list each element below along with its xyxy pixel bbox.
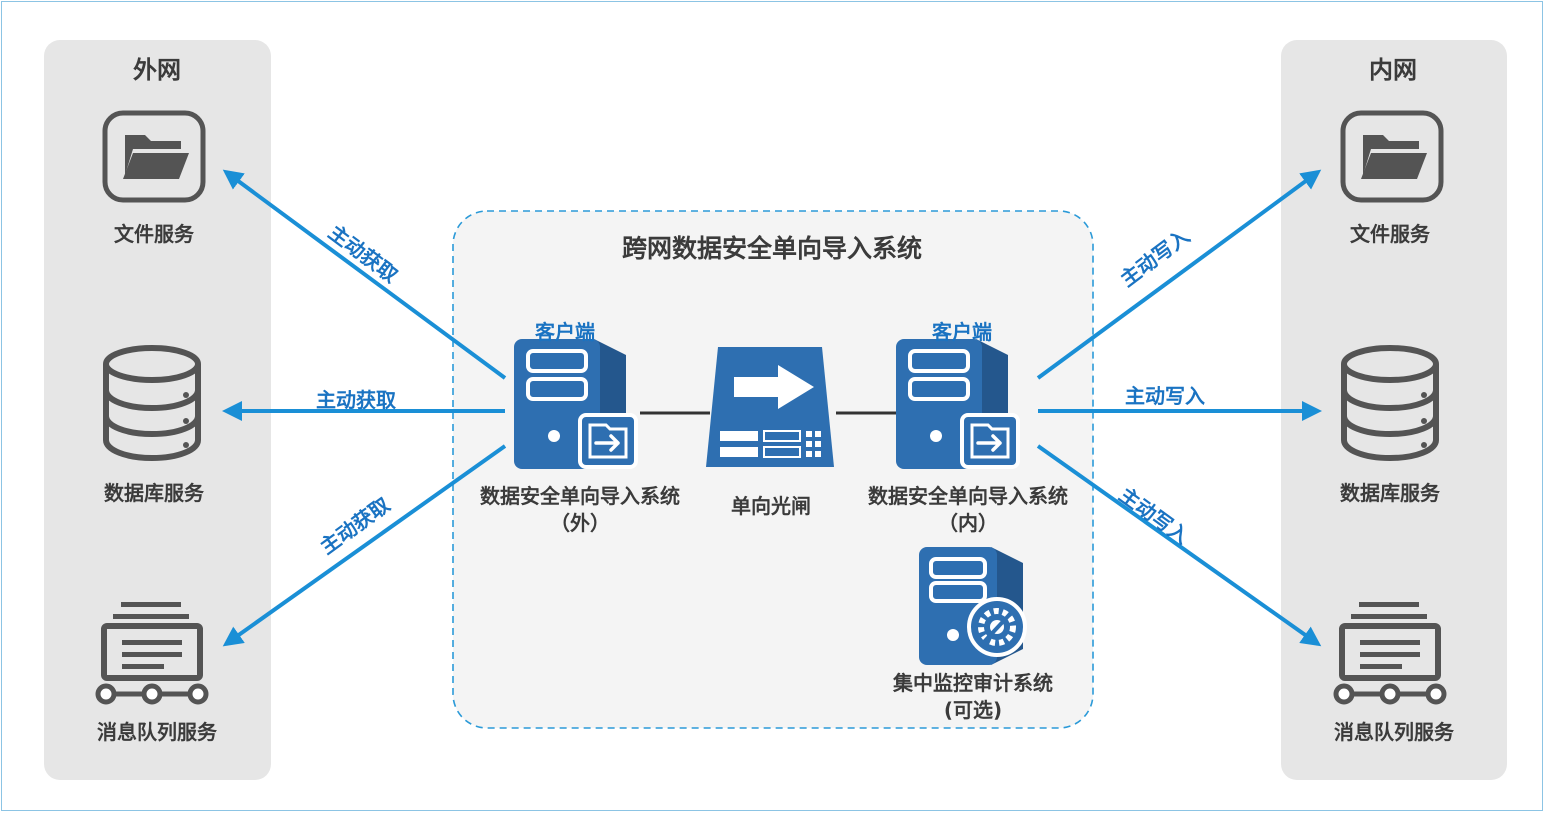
gateway-label: 单向光闸 xyxy=(731,494,811,518)
server-icon xyxy=(896,339,1020,469)
client-outer-tag: 客户端 xyxy=(535,320,595,344)
arrow-write-file xyxy=(1036,169,1322,380)
inner-network-title: 内网 xyxy=(1369,56,1417,84)
inner-file-service-label: 文件服务 xyxy=(1350,222,1430,246)
inner-queue-service-label: 消息队列服务 xyxy=(1334,720,1454,744)
monitor-label: 集中监控审计系统 xyxy=(893,671,1053,695)
outer-file-service-label: 文件服务 xyxy=(114,222,194,246)
gateway-icon xyxy=(706,347,834,467)
system-title: 跨网数据安全单向导入系统 xyxy=(621,234,923,263)
server-icon xyxy=(514,339,638,469)
arrow-fetch-file xyxy=(222,169,507,380)
outer-network-title: 外网 xyxy=(133,56,181,84)
message-queue-icon xyxy=(1333,602,1447,705)
message-queue-icon xyxy=(95,602,209,705)
outer-database-service-label: 数据库服务 xyxy=(104,481,204,505)
client-inner-sub: （内） xyxy=(938,511,998,535)
monitor-sub-label: (可选) xyxy=(943,698,1003,722)
outer-queue-service-label: 消息队列服务 xyxy=(97,720,217,744)
inner-database-service-label: 数据库服务 xyxy=(1340,481,1440,505)
arrow-fetch-queue xyxy=(222,444,507,647)
database-icon xyxy=(103,345,201,462)
arrow-write-queue xyxy=(1036,444,1322,647)
client-inner-name: 数据安全单向导入系统 xyxy=(868,484,1068,508)
arrow-label-write-database: 主动写入 xyxy=(1125,384,1205,408)
monitor-server-icon xyxy=(919,547,1027,665)
folder-icon xyxy=(1340,110,1444,203)
arrow-label-fetch-database: 主动获取 xyxy=(316,388,396,412)
client-outer-name: 数据安全单向导入系统 xyxy=(480,484,680,508)
folder-icon xyxy=(102,110,206,203)
client-inner-tag: 客户端 xyxy=(932,320,992,344)
database-icon xyxy=(1341,345,1439,462)
client-outer-sub: （外） xyxy=(550,511,610,535)
